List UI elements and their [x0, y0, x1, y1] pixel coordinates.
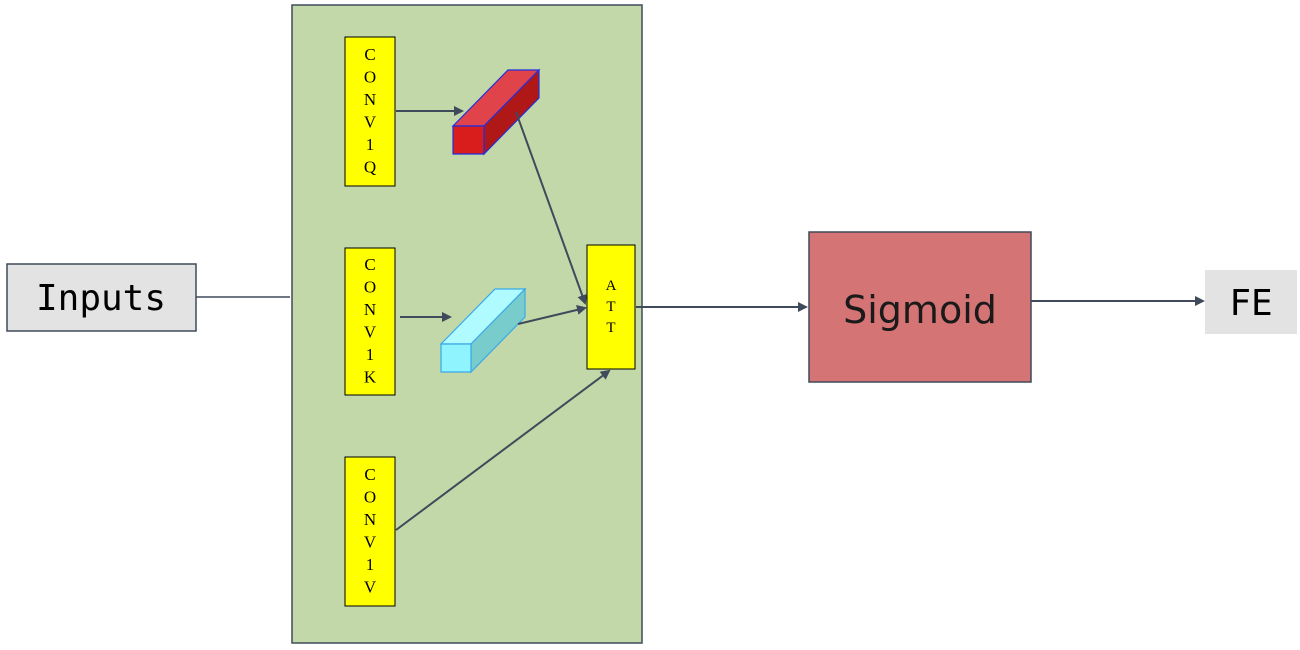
sigmoid-box	[808, 231, 1032, 383]
sigmoid-node: Sigmoid	[808, 231, 1032, 383]
conv1q-box	[344, 36, 396, 187]
edge-query-to-att	[515, 111, 587, 305]
fe-node: FE	[1205, 270, 1297, 334]
inputs-node: Inputs	[6, 263, 197, 332]
inputs-label: Inputs	[36, 278, 166, 319]
sigmoid-label: Sigmoid	[843, 288, 997, 332]
conv1k-box	[344, 247, 396, 396]
fe-box	[1205, 270, 1297, 334]
edge-conv1v-to-att	[395, 369, 611, 531]
query-tensor-icon	[451, 68, 541, 156]
conv1v-box	[344, 456, 396, 607]
att-box	[586, 244, 636, 370]
fe-label: FE	[1229, 283, 1272, 324]
edge-key-to-att	[517, 304, 587, 325]
query-tensor-front	[452, 125, 485, 155]
inputs-box	[6, 263, 197, 332]
key-tensor-icon	[439, 287, 527, 374]
key-tensor-front	[440, 343, 472, 373]
